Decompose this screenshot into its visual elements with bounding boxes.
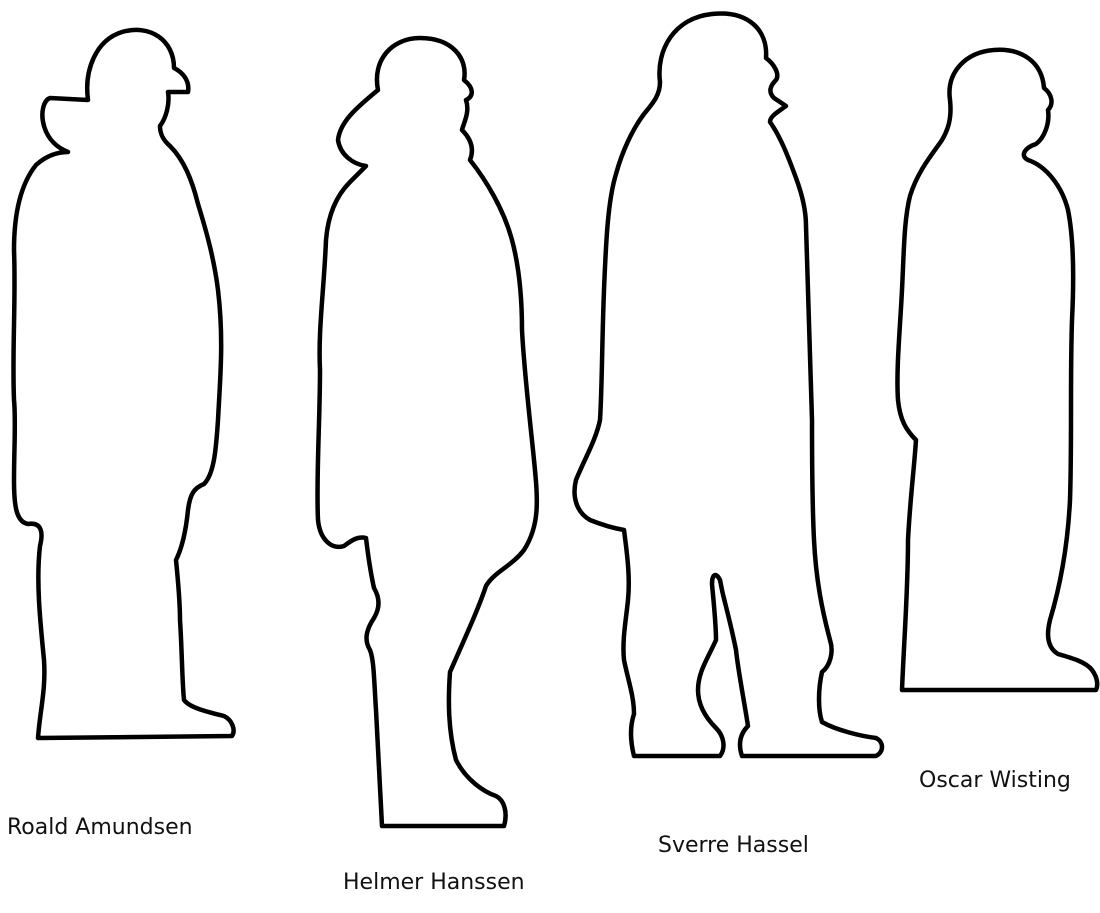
silhouette-sverre-hassel: [575, 13, 882, 756]
name-label-sverre-hassel: Sverre Hassel: [658, 835, 809, 857]
silhouette-oscar-wisting: [897, 50, 1097, 690]
name-label-helmer-hanssen: Helmer Hanssen: [343, 872, 525, 894]
silhouette-roald-amundsen: [13, 30, 233, 738]
name-label-roald-amundsen: Roald Amundsen: [7, 817, 193, 839]
name-label-oscar-wisting: Oscar Wisting: [919, 770, 1071, 792]
silhouette-helmer-hanssen: [317, 38, 536, 826]
